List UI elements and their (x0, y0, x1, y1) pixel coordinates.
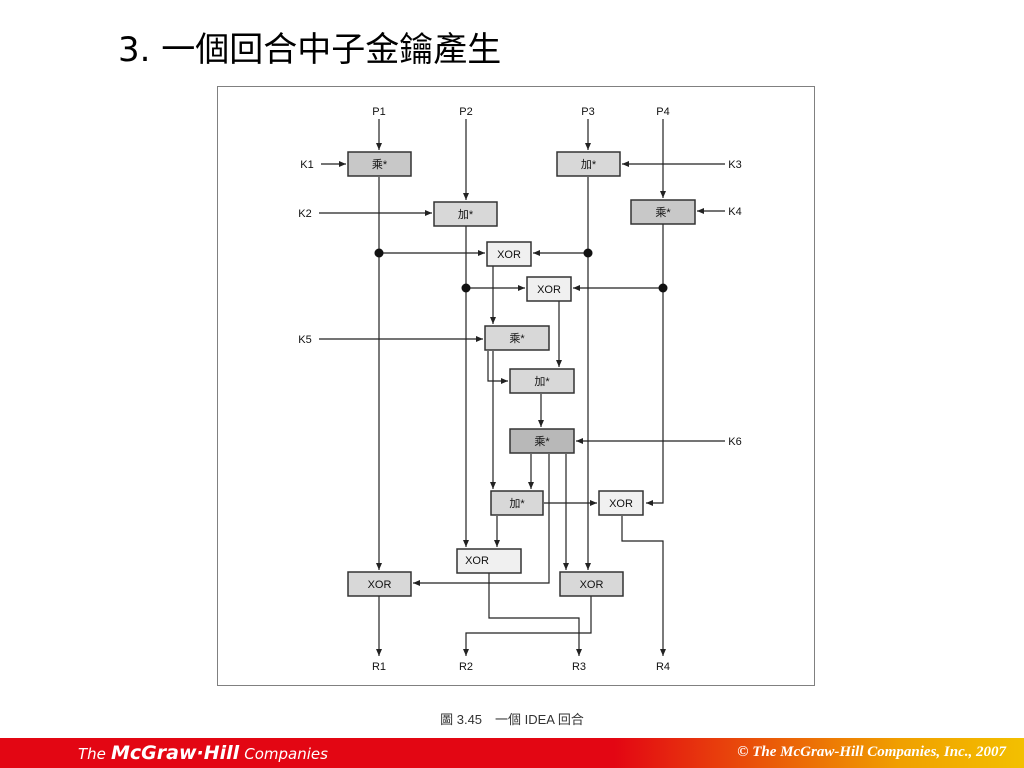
key-k4: K4 (728, 206, 741, 218)
input-p1: P1 (372, 106, 385, 118)
xor-r1-box: XOR (347, 571, 412, 597)
mul-k6-label: 乘* (534, 435, 550, 448)
brand-companies: Companies (244, 745, 328, 763)
xor-r4-box: XOR (598, 490, 644, 516)
xor-r4-label: XOR (609, 498, 633, 510)
xor-r3-box: XOR (559, 571, 624, 597)
figure-caption: 圖 3.45 一個 IDEA 回合 (440, 712, 584, 727)
mul-k1-label: 乘* (372, 158, 388, 171)
add-k3-label: 加* (581, 158, 597, 171)
xor-1-label: XOR (497, 249, 521, 261)
add-ma-label: 加* (534, 375, 550, 388)
idea-round-diagram: P1 P2 P3 P4 R1 R2 R3 R4 K1 K2 K3 K4 K5 K… (217, 86, 815, 686)
xor-2-box: XOR (526, 276, 572, 302)
add-2-label: 加* (509, 497, 525, 510)
key-k6: K6 (728, 436, 741, 448)
junctions (374, 248, 668, 293)
xor-1-box: XOR (486, 241, 532, 267)
output-r3: R3 (572, 661, 586, 673)
output-r1: R1 (372, 661, 386, 673)
add-ma-box: 加* (509, 368, 575, 394)
input-p3: P3 (581, 106, 594, 118)
add-k2-box: 加* (433, 201, 498, 227)
mul-k6-box: 乘* (509, 428, 575, 454)
wires (319, 119, 725, 656)
xor-r3-label: XOR (580, 579, 604, 591)
output-r4: R4 (656, 661, 670, 673)
mul-k5-box: 乘* (484, 325, 550, 351)
mul-k4-label: 乘* (655, 206, 671, 219)
key-k3: K3 (728, 159, 741, 171)
input-p2: P2 (459, 106, 472, 118)
footer-bar: The McGraw·Hill Companies © The McGraw-H… (0, 738, 1024, 768)
brand-the: The (78, 745, 106, 763)
add-k2-label: 加* (458, 208, 474, 221)
brand-name: McGraw·Hill (111, 742, 240, 764)
slide-title: 3. 一個回合中子金鑰產生 (118, 30, 502, 70)
xor-2-label: XOR (537, 284, 561, 296)
xor-r2-box: XOR (456, 548, 522, 574)
mul-k4-box: 乘* (630, 199, 696, 225)
add-k3-box: 加* (556, 151, 621, 177)
mul-k5-label: 乘* (509, 332, 525, 345)
key-k2: K2 (298, 208, 311, 220)
key-k1: K1 (300, 159, 313, 171)
mcgraw-hill-logo: The McGraw·Hill Companies (78, 742, 328, 764)
xor-r2-label: XOR (465, 555, 489, 567)
mul-k1-box: 乘* (347, 151, 412, 177)
output-r2: R2 (459, 661, 473, 673)
key-k5: K5 (298, 334, 311, 346)
copyright-notice: © The McGraw-Hill Companies, Inc., 2007 (737, 744, 1006, 760)
xor-r1-label: XOR (368, 579, 392, 591)
input-p4: P4 (656, 106, 669, 118)
add-2-box: 加* (490, 490, 544, 516)
